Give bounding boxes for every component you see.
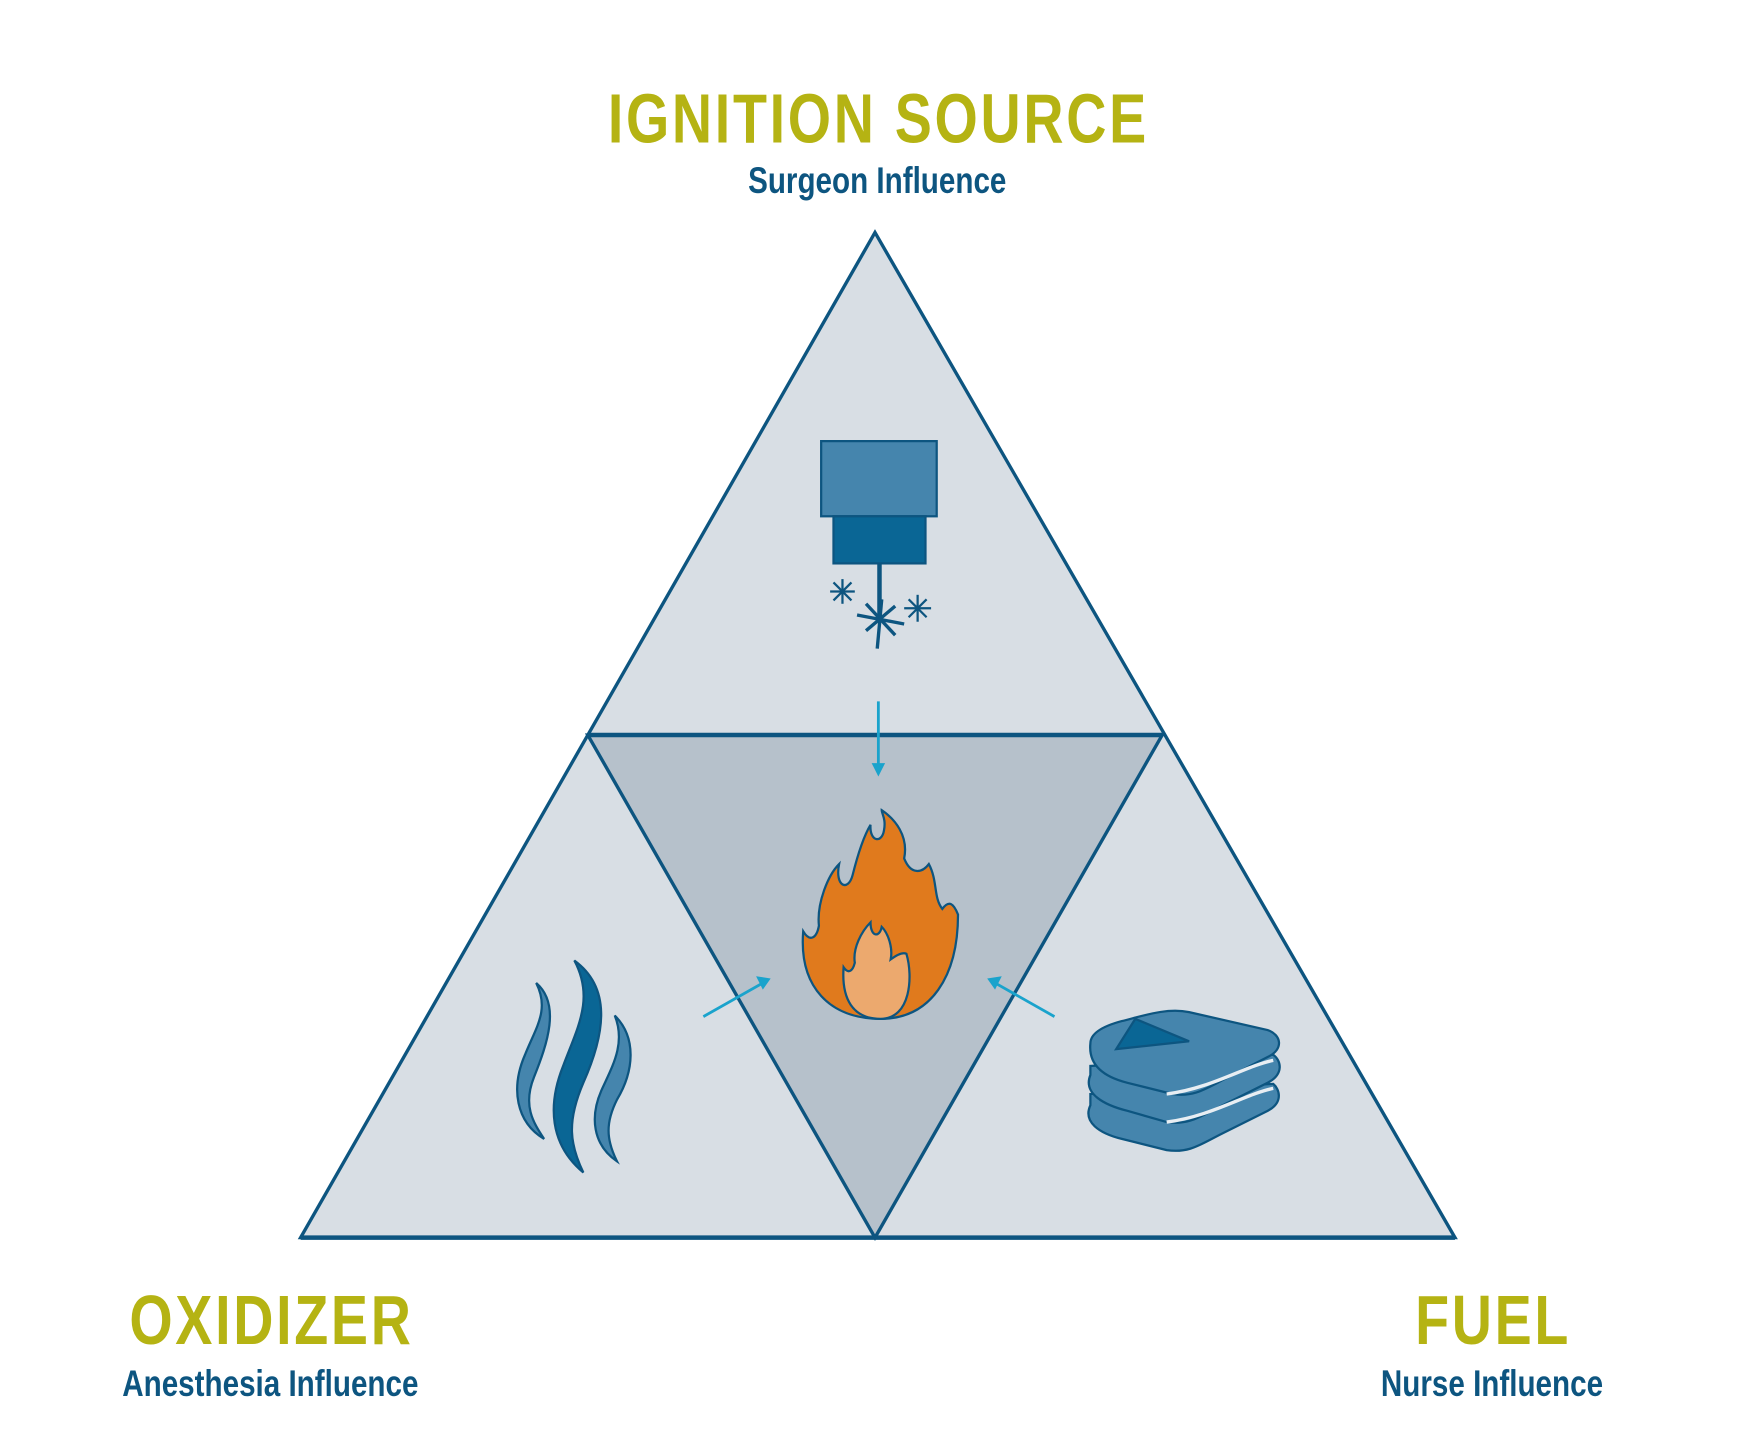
fuel-title: FUEL <box>1415 1282 1571 1359</box>
fire-icon <box>801 808 960 1020</box>
anesthesia-influence-subtitle: Anesthesia Influence <box>122 1364 418 1405</box>
oxidizer-title: OXIDIZER <box>129 1282 413 1359</box>
arrow-left-icon <box>987 976 1056 1018</box>
arrow-right-icon <box>702 976 771 1018</box>
gas-waves-icon <box>516 959 632 1174</box>
arrow-down-icon <box>871 701 886 777</box>
folded-towels-icon <box>1087 1009 1281 1152</box>
laser-icon <box>820 440 938 649</box>
ignition-source-title: IGNITION SOURCE <box>608 81 1149 158</box>
surgeon-influence-subtitle: Surgeon Influence <box>748 161 1006 202</box>
nurse-influence-subtitle: Nurse Influence <box>1381 1364 1603 1405</box>
